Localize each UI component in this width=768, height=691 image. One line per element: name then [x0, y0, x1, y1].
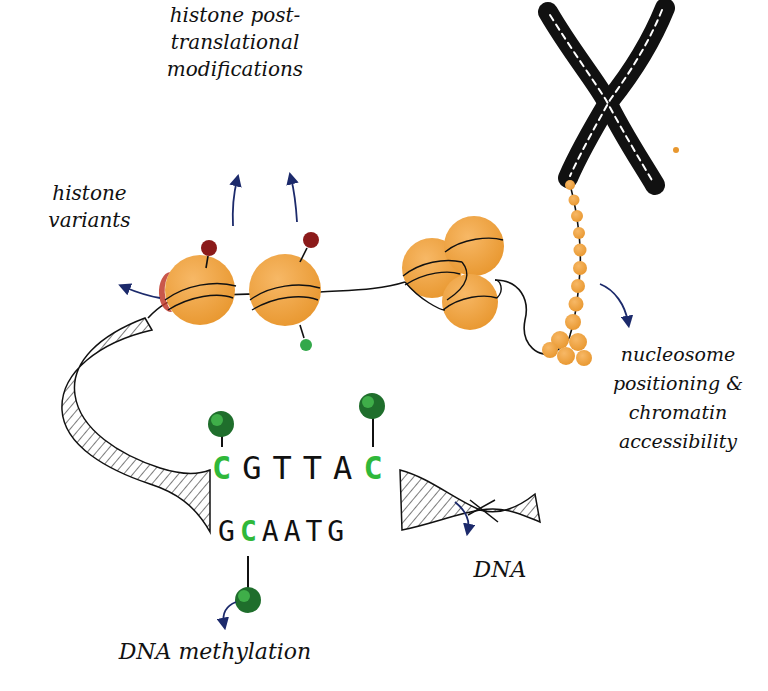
annotation-label: DNA: [455, 556, 545, 584]
bead-chain: [542, 180, 592, 366]
annotation-label: histone variants: [22, 180, 157, 234]
sequence-base: GTTA: [242, 452, 363, 484]
sequence-base: G: [218, 518, 240, 546]
histone-marks: [201, 232, 319, 351]
annotation-label: histone post-translational modifications: [125, 2, 345, 83]
annotation-label: nucleosome positioning & chromatin acces…: [598, 340, 758, 456]
dna-helix: [62, 318, 540, 532]
sequence-base: C: [212, 452, 242, 484]
chromatin-fibre: [148, 178, 580, 354]
annotation-label: DNA methylation: [80, 638, 350, 666]
sequence-base: C: [240, 518, 262, 546]
nucleosomes: [159, 216, 504, 330]
methyl-marks: [208, 393, 385, 613]
chromosome: [548, 8, 679, 185]
pointer-arrows: [124, 178, 628, 624]
sequence-base: C: [364, 452, 394, 484]
sequence-base: AATG: [262, 518, 349, 546]
